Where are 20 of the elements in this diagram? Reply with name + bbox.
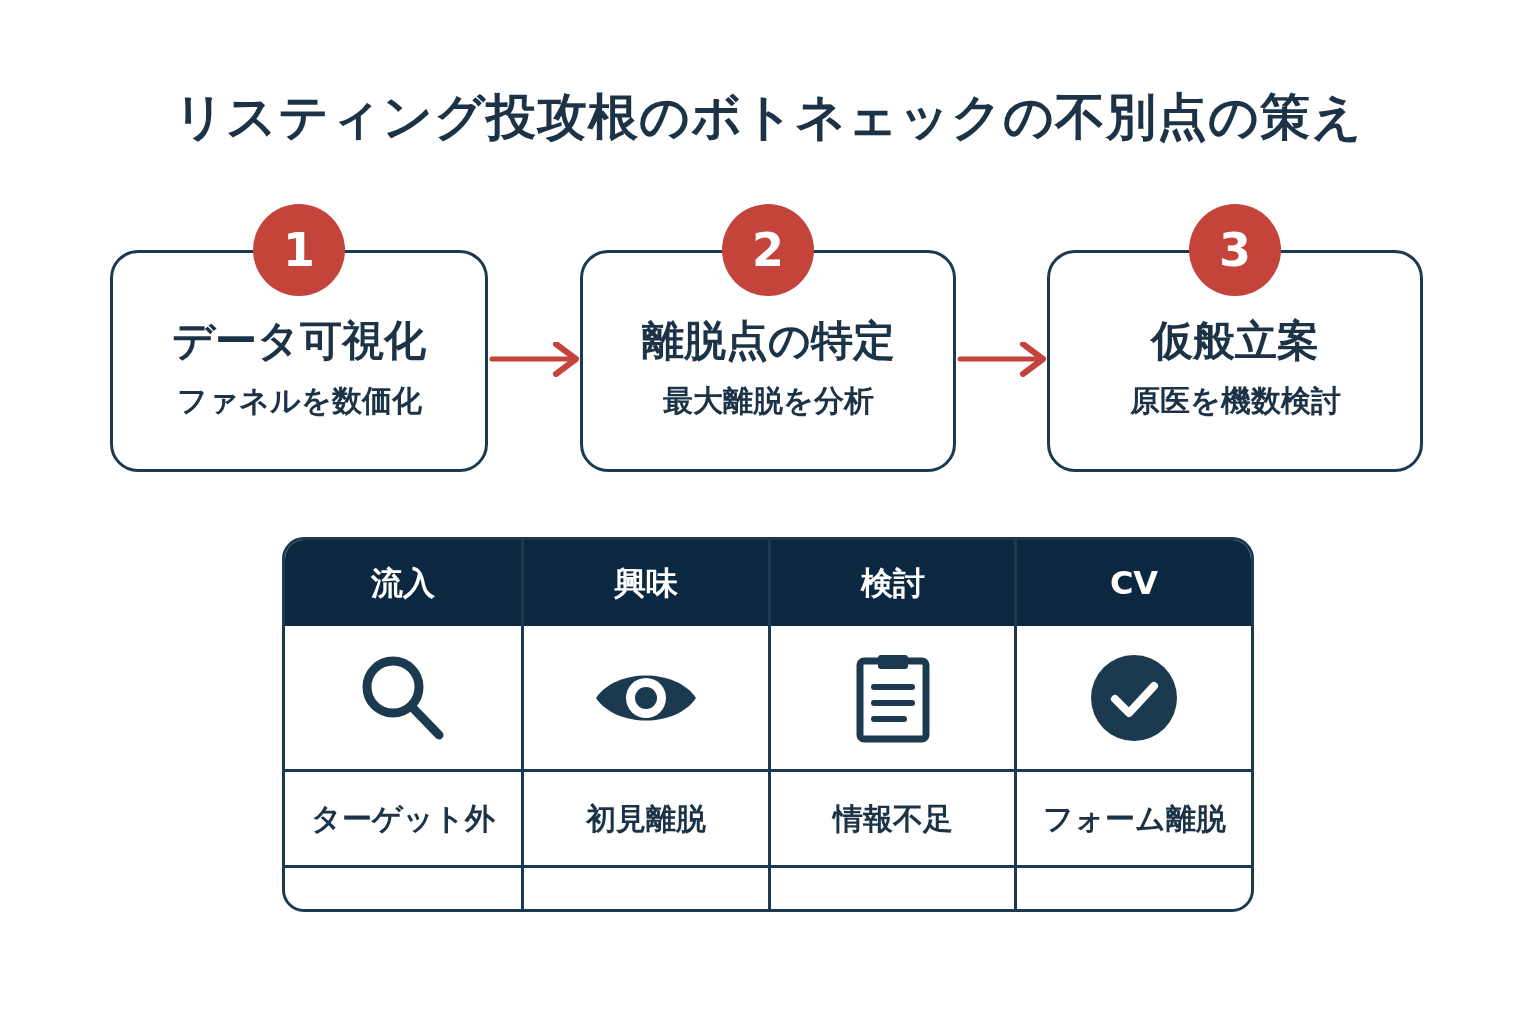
table-cell: ターゲット外 xyxy=(285,772,524,868)
step-description: ファネルを数価化 xyxy=(176,382,422,420)
column-header: 検討 xyxy=(771,540,1017,626)
step-title: データ可視化 xyxy=(172,315,426,367)
step-title: 仮般立案 xyxy=(1151,315,1319,367)
column-header: CV xyxy=(1017,540,1251,626)
table-cell: 初見離脱 xyxy=(524,772,771,868)
step-number: 1 xyxy=(253,204,345,296)
column-header: 流入 xyxy=(285,540,524,626)
column-header: 興味 xyxy=(524,540,771,626)
arrow xyxy=(957,341,1046,377)
step-number: 3 xyxy=(1189,204,1281,296)
arrow xyxy=(489,341,579,377)
step-title: 離脱点の特定 xyxy=(641,315,895,367)
step-description: 最大離脱を分析 xyxy=(662,382,874,420)
table-cell: 情報不足 xyxy=(771,772,1017,868)
step-description: 原医を機数検討 xyxy=(1129,382,1341,420)
table-cell: フォーム離脱 xyxy=(1017,772,1251,868)
step-number: 2 xyxy=(722,204,814,296)
diagram-title: リスティング投攻根のボトネェックの不別点の策え xyxy=(172,87,1364,148)
